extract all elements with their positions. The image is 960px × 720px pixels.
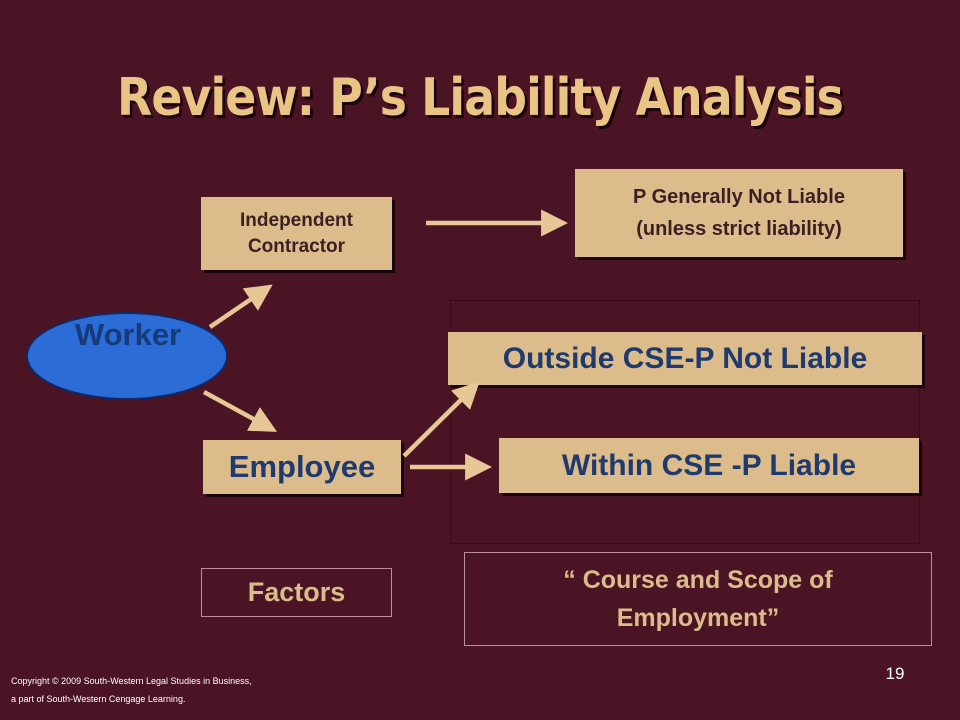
slide-title: Review: P’s Liability Analysis — [116, 68, 844, 128]
copyright-line1: Copyright © 2009 South-Western Legal Stu… — [11, 676, 252, 686]
worker-label: Worker — [74, 317, 182, 352]
factors-label: Factors — [247, 577, 346, 607]
page-number: 19 — [885, 664, 905, 683]
not-liable-line2: (unless strict liability) — [636, 218, 842, 240]
employee-label: Employee — [228, 449, 376, 484]
factors-box: Factors — [201, 568, 392, 617]
worker-ellipse — [26, 312, 228, 400]
arrow-worker-to-contractor — [208, 284, 273, 329]
outside-cse-box: Outside CSE-P Not Liable — [448, 332, 922, 385]
independent-contractor-label: Independent Contractor — [240, 209, 353, 257]
copyright-line2: a part of South-Western Cengage Learning… — [11, 694, 186, 704]
employee-outcome-frame — [450, 300, 920, 544]
employee-box: Employee — [203, 440, 401, 494]
course-line1: “ Course and Scope of — [563, 566, 833, 594]
independent-contractor-box: Independent Contractor — [201, 197, 392, 270]
course-and-scope-box: “ Course and Scope of Employment” — [464, 552, 932, 646]
outside-cse-label: Outside CSE-P Not Liable — [502, 341, 868, 375]
within-cse-label: Within CSE -P Liable — [561, 448, 857, 482]
not-liable-line1: P Generally Not Liable — [633, 186, 845, 208]
course-line2: Employment” — [616, 604, 780, 632]
not-liable-box: P Generally Not Liable (unless strict li… — [575, 169, 903, 257]
arrow-employee-to-outside — [402, 381, 480, 458]
arrow-worker-to-employee — [202, 390, 278, 432]
within-cse-box: Within CSE -P Liable — [499, 438, 919, 493]
